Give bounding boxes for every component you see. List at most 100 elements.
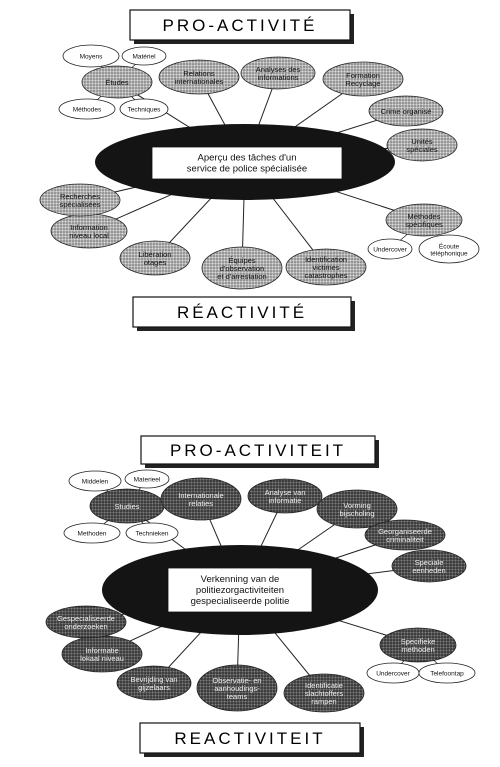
sub-node: Undercover [366,662,420,684]
bottom-title: REACTIVITEIT [139,722,364,757]
satellite-label-line: Recherches [60,192,100,201]
satellite-ellipse [364,519,446,551]
satellite-ellipse [81,65,153,99]
sub-label: Undercover [373,247,407,254]
satellite-label-line: lokaal niveau [80,654,124,663]
satellite-node: Studies [89,488,165,524]
satellite-label-line: Bevrijding van [130,675,177,684]
sub-ellipse [119,98,169,120]
sub-label: Undercover [376,671,410,678]
satellite-ellipse [240,56,316,90]
top-title: PRO-ACTIVITEIT [140,435,379,468]
satellite-label-line: victimes [312,263,339,272]
satellite-ellipse [379,627,457,663]
satellite-label-line: Relations [183,69,215,78]
satellite-label-line: Informatie [85,646,118,655]
satellite-label-line: Analyse van [265,488,306,497]
satellite-label-line: catastrophes [305,271,348,280]
satellite-label-line: Unités [411,137,433,146]
satellite-label-line: Identification [305,255,347,264]
satellite-ellipse [247,478,323,514]
sub-node: Matériel [121,46,167,66]
satellite-ellipse [283,673,365,713]
bottom-title-frame [132,296,352,328]
satellite-ellipse [386,128,458,162]
center-label-line: politiezorgactiviteiten [196,585,284,596]
top-title-frame [129,9,351,41]
satellite-label-line: bijscholing [339,509,374,518]
satellite-label-line: eenheden [412,566,445,575]
sub-ellipse [418,662,476,684]
satellite-label-line: Studies [114,502,139,511]
satellite-label-line: Études [105,78,129,87]
satellite-ellipse [285,248,367,286]
sub-label: Methoden [78,531,107,538]
satellite-label-line: Speciale [415,558,444,567]
sub-node: Technieken [125,522,179,544]
satellite-node: Crime organisé [368,95,444,127]
satellite-label-line: spécifiques [405,220,443,229]
center-label-line: service de police spécialisée [187,164,307,175]
satellite-ellipse [316,489,398,529]
satellite-label-line: Analyses des [256,65,301,74]
sub-node: Middelen [68,470,122,492]
satellite-label-line: aanhoudings- [214,684,260,693]
sub-node: Materieel [124,469,170,489]
satellite-label-line: otages [144,258,167,267]
satellite-label-line: spéciales [406,145,438,154]
satellite-label: Crime organisé [381,107,432,116]
top-title-text: PRO-ACTIVITEIT [170,441,346,460]
satellite-ellipse [196,664,278,712]
satellite-label-line: Georganiseerde [378,527,432,536]
satellite-label-line: criminaliteit [386,535,424,544]
center-label-box [167,567,313,613]
satellite-label-line: Vorming [343,501,371,510]
satellite-ellipse [119,240,191,276]
satellite-ellipse [391,549,467,583]
satellite-ellipse [116,665,192,701]
sub-label: Méthodes [73,107,102,114]
satellite-label-line: Observatie- en [212,676,261,685]
satellite-label-line: informations [258,73,299,82]
sub-label: Middelen [82,479,109,486]
satellite-ellipse [368,95,444,127]
center-label-line: Verkenning van de [201,574,280,585]
top-title-text: PRO-ACTIVITÉ [162,16,317,35]
sub-ellipse [63,522,121,544]
satellite-label-line: slachtoffers [305,689,343,698]
satellite-ellipse [45,605,127,639]
satellite-label: Études [105,78,129,87]
satellite-label-line: relaties [189,499,213,508]
center-label-box [151,146,343,180]
satellite-ellipse [160,477,242,521]
top-title-frame [140,435,376,465]
satellite-label-line: methoden [401,645,434,654]
satellite-label-line: d'observation [220,264,264,273]
sub-ellipse [418,234,480,264]
satellite-label-line: Identificatie [305,681,343,690]
satellite-label-line: Recyclage [345,79,380,88]
